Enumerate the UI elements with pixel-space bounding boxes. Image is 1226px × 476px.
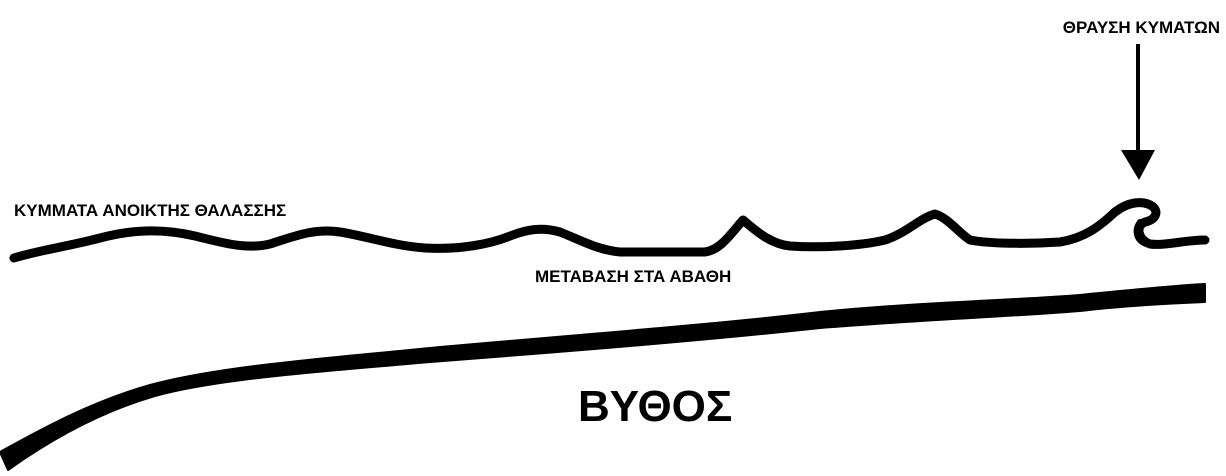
seabed-line [0,284,1205,470]
open-sea-waves-label: ΚΥΜΜΑΤΑ ΑΝΟΙΚΤΗΣ ΘΑΛΑΣΣΗΣ [14,202,286,219]
wave-breaking-label: ΘΡΑΥΣΗ ΚΥΜΑΤΩΝ [1063,19,1220,36]
breaking-arrow-head [1121,150,1155,180]
seabed-label: ΒΥΘΟΣ [578,385,732,429]
transition-to-shallows-label: ΜΕΤΑΒΑΣΗ ΣΤΑ ΑΒΑΘΗ [535,268,731,285]
